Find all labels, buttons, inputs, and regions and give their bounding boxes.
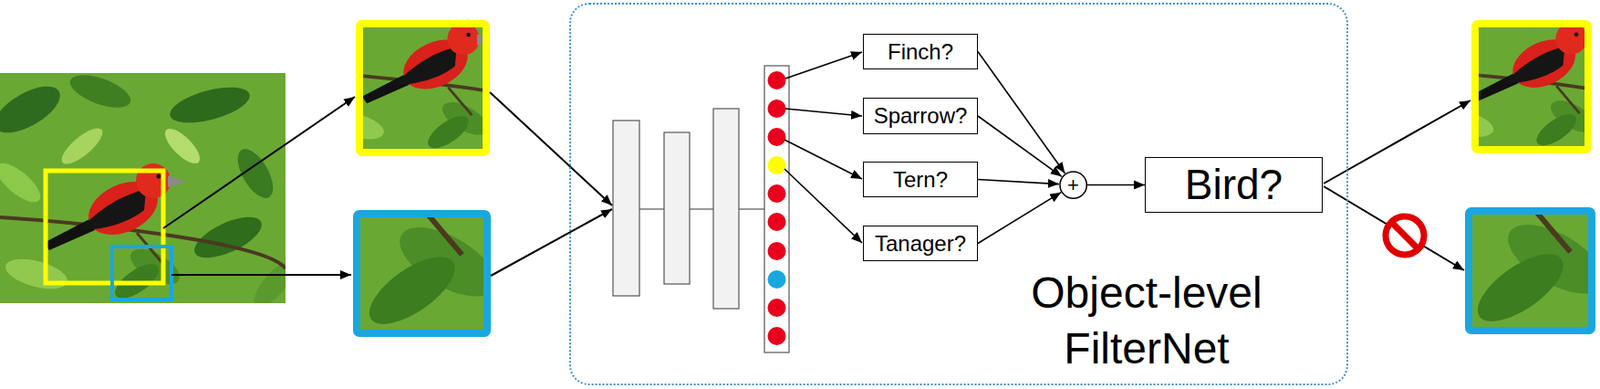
score-dot xyxy=(768,71,787,90)
decision-box: Bird? xyxy=(1144,156,1323,213)
connector-arrow xyxy=(977,179,1060,185)
layer-link xyxy=(639,207,665,209)
score-dot xyxy=(768,298,787,317)
filter-net-frame: Finch? Sparrow? Tern? Tanager? + Bird? Object-… xyxy=(569,2,1349,385)
score-arrow xyxy=(784,168,863,243)
flow-arrow xyxy=(163,96,355,229)
score-dot xyxy=(768,127,787,146)
flow-arrow xyxy=(490,208,613,276)
bird-photo xyxy=(0,68,300,313)
score-dot xyxy=(768,155,787,175)
score-dot xyxy=(768,99,787,118)
class-box: Tanager? xyxy=(862,225,978,261)
sum-circle: + xyxy=(1059,170,1088,199)
score-dot xyxy=(768,241,787,260)
layer-link xyxy=(689,207,714,209)
connector-arrow xyxy=(977,51,1065,174)
node-text: Sparrow? xyxy=(873,103,968,129)
node-text: Tern? xyxy=(893,166,948,193)
background-crop xyxy=(120,0,731,353)
class-box: Finch? xyxy=(862,33,978,70)
object-box xyxy=(45,170,164,283)
connector-arrow xyxy=(977,115,1062,177)
score-dot xyxy=(768,184,787,203)
object-crop-border xyxy=(359,23,487,153)
connector-arrow xyxy=(977,192,1061,244)
node-text: Tanager? xyxy=(874,230,967,257)
flow-arrow xyxy=(171,273,352,276)
flow-arrows xyxy=(163,51,1471,276)
network-layer xyxy=(713,108,739,309)
connector-arrow xyxy=(1087,184,1145,187)
output-arrow xyxy=(1323,186,1465,271)
network-layer xyxy=(664,132,690,284)
score-dot xyxy=(768,270,787,289)
output-arrow xyxy=(1323,100,1471,184)
score-arrow xyxy=(785,108,863,116)
output-vector xyxy=(764,65,790,353)
score-arrow xyxy=(784,139,863,179)
object-crop xyxy=(1421,0,1600,159)
prohibition-slash xyxy=(1391,221,1419,250)
background-crop-border xyxy=(356,213,488,333)
class-scores xyxy=(768,71,787,345)
class-box: Tern? xyxy=(862,161,978,198)
background-crop-border xyxy=(1468,210,1592,331)
flow-arrow xyxy=(489,92,613,206)
node-text: + xyxy=(1067,173,1080,197)
prohibition-ring xyxy=(1385,216,1424,255)
object-crop-border xyxy=(1475,23,1589,150)
network-layer xyxy=(612,120,640,296)
frame-title: Object-level FilterNet xyxy=(996,264,1298,376)
background-box xyxy=(112,246,172,300)
node-text: Bird? xyxy=(1184,160,1283,209)
circle-shape xyxy=(1059,171,1087,198)
score-arrow xyxy=(785,51,863,79)
class-box: Sparrow? xyxy=(862,97,978,135)
layer-link xyxy=(738,207,765,209)
node-text: Finch? xyxy=(887,39,954,65)
object-crop xyxy=(310,0,600,162)
prohibition-sign xyxy=(1385,216,1424,255)
score-dot xyxy=(768,326,787,345)
score-dot xyxy=(768,212,787,231)
